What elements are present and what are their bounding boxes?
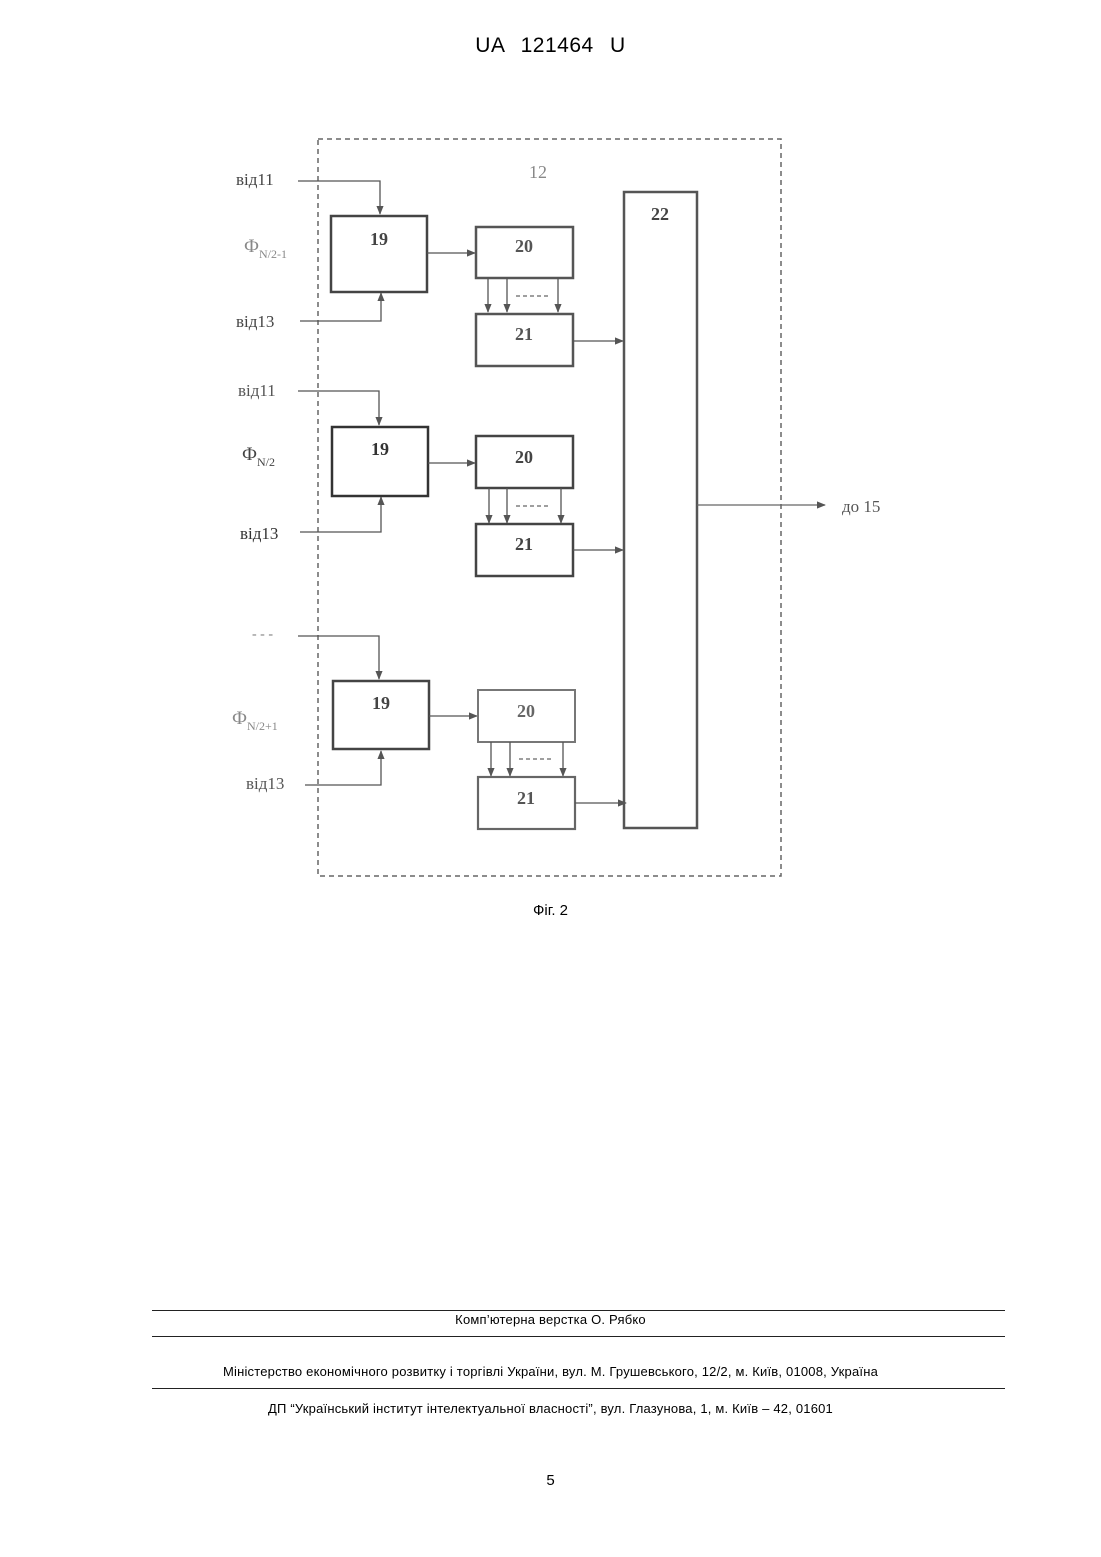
typesetting-credit: Комп’ютерна верстка О. Рябко bbox=[0, 1312, 1101, 1327]
input-top-2: від11 bbox=[238, 381, 276, 400]
block-21-3-label: 21 bbox=[517, 788, 535, 808]
channel-group-3: - - - ФN/2+1 від13 19 20 21 bbox=[232, 627, 626, 829]
footer-rule-3 bbox=[152, 1388, 1005, 1389]
input-top-1: від11 bbox=[236, 170, 274, 189]
block-19-1-label: 19 bbox=[370, 229, 388, 249]
block-21-1-label: 21 bbox=[515, 324, 533, 344]
footer-rule-1 bbox=[152, 1310, 1005, 1311]
block-19-1 bbox=[331, 216, 427, 292]
unit-12-label: 12 bbox=[529, 162, 547, 182]
input-bottom-3: від13 bbox=[246, 774, 284, 793]
phi-label-3: ФN/2+1 bbox=[232, 708, 278, 733]
footer-rule-2 bbox=[152, 1336, 1005, 1337]
input-top-3: - - - bbox=[252, 627, 273, 642]
block-19-3-label: 19 bbox=[372, 693, 390, 713]
block-20-2-label: 20 bbox=[515, 447, 533, 467]
ministry-address: Міністерство економічного розвитку і тор… bbox=[0, 1364, 1101, 1379]
output-label: до 15 bbox=[842, 497, 880, 516]
page-number: 5 bbox=[0, 1472, 1101, 1489]
unit-12-dashed-frame bbox=[318, 139, 781, 876]
block-22-label: 22 bbox=[651, 204, 669, 224]
block-22 bbox=[624, 192, 697, 828]
block-21-2-label: 21 bbox=[515, 534, 533, 554]
channel-group-2: від11 ФN/2 від13 19 20 21 bbox=[238, 381, 623, 576]
block-20-3-label: 20 bbox=[517, 701, 535, 721]
block-20-1-label: 20 bbox=[515, 236, 533, 256]
input-bottom-2: від13 bbox=[240, 524, 278, 543]
block-19-3 bbox=[333, 681, 429, 749]
institute-address: ДП “Український інститут інтелектуальної… bbox=[0, 1401, 1101, 1416]
figure-caption: Фіг. 2 bbox=[0, 902, 1101, 919]
input-bottom-1: від13 bbox=[236, 312, 274, 331]
phi-label-1: ФN/2-1 bbox=[244, 236, 287, 261]
block-19-2-label: 19 bbox=[371, 439, 389, 459]
channel-group-1: від11 ФN/2-1 від13 19 20 21 bbox=[236, 170, 623, 366]
phi-label-2: ФN/2 bbox=[242, 444, 275, 469]
block-diagram: 12 22 до 15 від11 ФN/2-1 від13 19 20 21 … bbox=[0, 0, 1101, 900]
block-19-2 bbox=[332, 427, 428, 496]
